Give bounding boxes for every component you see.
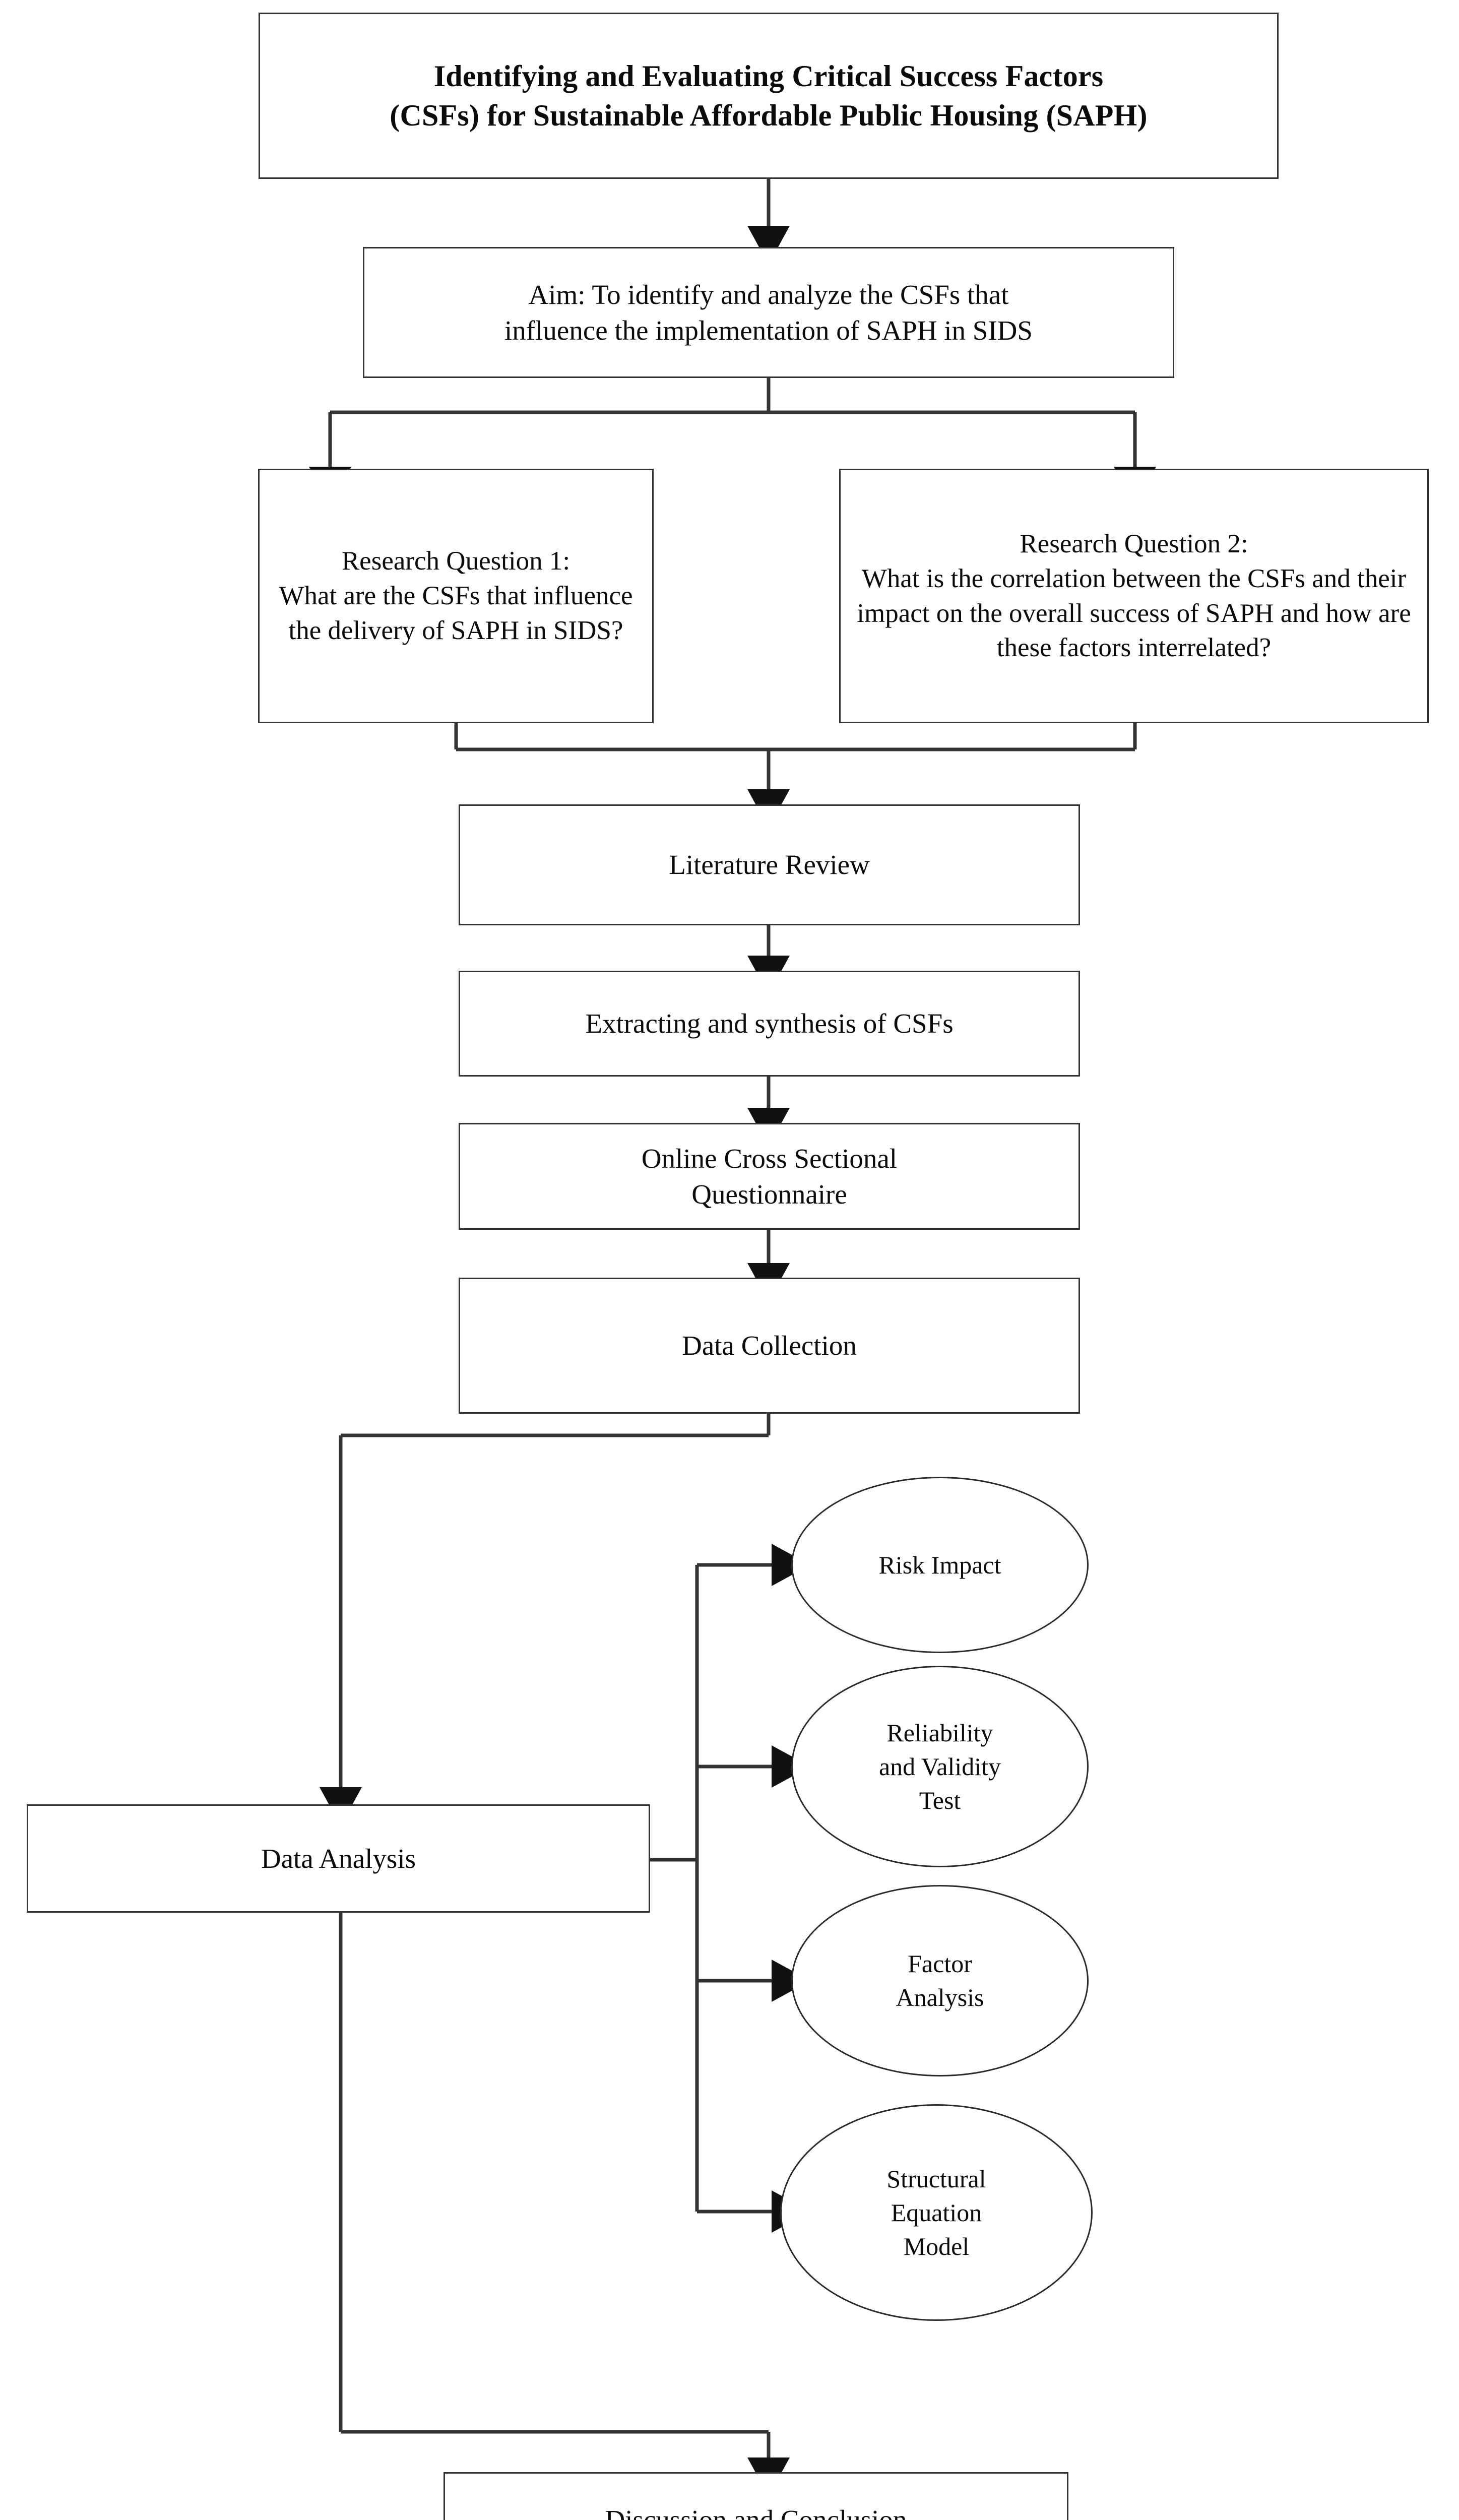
node-data-analysis: Data Analysis (27, 1804, 650, 1913)
node-literature-review: Literature Review (459, 804, 1080, 925)
node-factor-analysis: Factor Analysis (791, 1885, 1089, 2076)
node-aim-box: Aim: To identify and analyze the CSFs th… (363, 247, 1174, 378)
questionnaire-line-2: Questionnaire (691, 1179, 847, 1210)
node-title-box: Identifying and Evaluating Critical Succ… (259, 13, 1279, 179)
sem-line-2: Equation (891, 2198, 982, 2227)
node-risk-impact: Risk Impact (791, 1477, 1089, 1653)
rq1-body: What are the CSFs that influence the del… (279, 581, 633, 645)
discussion-conclusion-label: Discussion and Conclusion (605, 2504, 907, 2520)
sem-line-3: Model (903, 2232, 970, 2260)
reliability-line-3: Test (919, 1786, 961, 1814)
node-research-question-2: Research Question 2: What is the correla… (839, 469, 1429, 723)
reliability-line-1: Reliability (886, 1718, 993, 1747)
extracting-synthesis-label: Extracting and synthesis of CSFs (585, 1008, 954, 1039)
risk-impact-label: Risk Impact (878, 1550, 1001, 1579)
node-extracting-synthesis: Extracting and synthesis of CSFs (459, 971, 1080, 1077)
rq2-heading: Research Question 2: (1020, 529, 1248, 558)
data-analysis-label: Data Analysis (261, 1843, 416, 1874)
data-collection-label: Data Collection (682, 1330, 857, 1361)
questionnaire-line-1: Online Cross Sectional (641, 1143, 898, 1174)
factor-line-1: Factor (908, 1949, 972, 1978)
rq1-heading: Research Question 1: (341, 546, 570, 576)
factor-line-2: Analysis (896, 1983, 984, 2011)
node-research-question-1: Research Question 1: What are the CSFs t… (258, 469, 654, 723)
node-reliability-validity: Reliability and Validity Test (791, 1666, 1089, 1867)
rq2-body: What is the correlation between the CSFs… (857, 563, 1411, 663)
node-discussion-conclusion: Discussion and Conclusion (443, 2472, 1068, 2520)
sem-line-1: Structural (886, 2164, 986, 2193)
literature-review-label: Literature Review (669, 849, 870, 880)
node-questionnaire: Online Cross Sectional Questionnaire (459, 1123, 1080, 1230)
title-line-2: (CSFs) for Sustainable Affordable Public… (390, 99, 1148, 132)
node-data-collection: Data Collection (459, 1278, 1080, 1414)
aim-line-2: influence the implementation of SAPH in … (504, 315, 1033, 346)
aim-line-1: Aim: To identify and analyze the CSFs th… (528, 279, 1009, 310)
title-line-1: Identifying and Evaluating Critical Succ… (433, 59, 1104, 93)
node-structural-equation-model: Structural Equation Model (780, 2104, 1093, 2321)
reliability-line-2: and Validity (878, 1752, 1001, 1781)
